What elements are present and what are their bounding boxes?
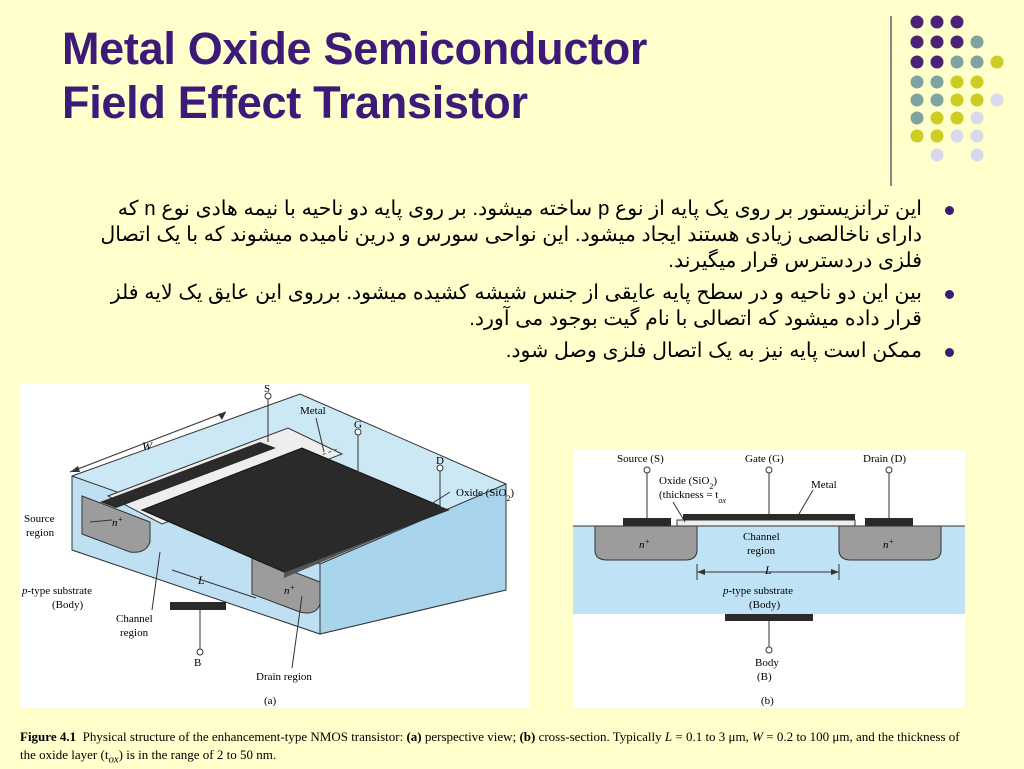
- figure-perspective-view: S G D B Metal Oxide (SiO2) W L Source re…: [20, 383, 530, 708]
- dot: [910, 75, 924, 89]
- channel-region-label-1: Channel: [116, 613, 153, 625]
- terminal-s-label: S: [264, 384, 270, 395]
- dot: [950, 15, 964, 29]
- dot: [930, 129, 944, 143]
- dot: [930, 75, 944, 89]
- dot: [930, 148, 944, 162]
- dot: [930, 15, 944, 29]
- body-b-label: (B): [757, 671, 772, 683]
- decorative-dot-grid: [910, 15, 1004, 162]
- drain-terminal-label: Drain (D): [863, 453, 906, 465]
- dot: [910, 55, 924, 69]
- caption-text: perspective view;: [421, 729, 520, 744]
- bullet-item-1: این ترانزیستور بر روی یک پایه از نوع p س…: [80, 196, 960, 274]
- n-plus-drain-label: n+: [883, 537, 894, 552]
- oxide-label: Oxide (SiO2): [659, 475, 717, 491]
- title-line-1: Metal Oxide Semiconductor: [62, 23, 648, 74]
- dot: [910, 129, 924, 143]
- caption-text: Physical structure of the enhancement-ty…: [82, 729, 407, 744]
- channel-region-label-2: region: [747, 545, 776, 557]
- figure-caption: Figure 4.1 Physical structure of the enh…: [20, 728, 970, 769]
- terminal-g-label: G: [354, 419, 362, 431]
- oxide-thickness-label: (thickness = tox: [659, 489, 726, 505]
- substrate-label: p-type substrate: [722, 585, 793, 597]
- figure-a-sublabel: (a): [264, 695, 277, 707]
- n-plus-source-label: n+: [112, 515, 123, 530]
- decorative-divider: [890, 16, 892, 186]
- caption-text: cross-section. Typically: [535, 729, 665, 744]
- figure-b-sublabel: (b): [761, 695, 774, 707]
- dot: [930, 35, 944, 49]
- dot: [950, 55, 964, 69]
- metal-label: Metal: [811, 479, 837, 491]
- caption-part-a: (a): [406, 729, 422, 744]
- caption-symbol-l: L: [664, 729, 673, 744]
- body-label: (Body): [52, 599, 84, 611]
- dot: [930, 111, 944, 125]
- dot: [950, 129, 964, 143]
- drain-region-label: Drain region: [256, 671, 312, 683]
- dot: [970, 111, 984, 125]
- caption-symbol-w: W: [752, 729, 763, 744]
- dot: [970, 75, 984, 89]
- source-terminal-label: Source (S): [617, 453, 664, 465]
- channel-region-label-1: Channel: [743, 531, 780, 543]
- dot: [930, 93, 944, 107]
- body-paren-label: (Body): [749, 599, 781, 611]
- bullet-item-3: ممکن است پایه نیز به یک اتصال فلزی وصل ش…: [80, 338, 960, 364]
- dot: [970, 129, 984, 143]
- n-plus-source-label: n+: [639, 537, 650, 552]
- dot: [990, 55, 1004, 69]
- channel-region-label-2: region: [120, 627, 149, 639]
- metal-label: Metal: [300, 405, 326, 417]
- caption-figure-number: Figure 4.1: [20, 729, 77, 744]
- body-terminal-label: Body: [755, 657, 779, 669]
- gate-terminal-label: Gate (G): [745, 453, 784, 465]
- dot: [970, 55, 984, 69]
- dot: [970, 148, 984, 162]
- caption-part-b: (b): [519, 729, 536, 744]
- nmos-perspective-diagram: S G D B Metal Oxide (SiO2) W L Source re…: [21, 383, 514, 707]
- dot: [950, 75, 964, 89]
- dot: [950, 93, 964, 107]
- source-region-label-1: Source: [24, 513, 55, 525]
- dot: [910, 93, 924, 107]
- caption-text: ) is in the range of 2 to 50 nm.: [118, 747, 277, 762]
- dot: [970, 93, 984, 107]
- oxide-label: Oxide (SiO2): [456, 487, 514, 503]
- dot: [950, 111, 964, 125]
- dot: [910, 111, 924, 125]
- dot: [970, 35, 984, 49]
- n-plus-drain-label: n+: [284, 583, 295, 598]
- slide-title: Metal Oxide Semiconductor Field Effect T…: [62, 22, 862, 130]
- bullet-item-2: بین این دو ناحیه و در سطح پایه عایقی از …: [80, 280, 960, 332]
- dot: [910, 35, 924, 49]
- width-label: W: [142, 439, 153, 453]
- length-label: L: [197, 573, 205, 587]
- substrate-label: p-type substrate: [21, 585, 92, 597]
- terminal-b-label: B: [194, 657, 201, 669]
- dot: [990, 93, 1004, 107]
- length-label: L: [764, 563, 772, 577]
- dot: [910, 15, 924, 29]
- figure-cross-section: Source (S) Gate (G) Drain (D) Oxide (SiO…: [573, 450, 965, 708]
- nmos-cross-section-diagram: Source (S) Gate (G) Drain (D) Oxide (SiO…: [573, 453, 965, 707]
- source-region-label-2: region: [26, 527, 55, 539]
- caption-subscript: ox: [108, 753, 119, 766]
- bullet-list: این ترانزیستور بر روی یک پایه از نوع p س…: [80, 196, 960, 370]
- caption-text: = 0.1 to 3 μm,: [672, 729, 753, 744]
- dot: [950, 35, 964, 49]
- title-line-2: Field Effect Transistor: [62, 77, 528, 128]
- terminal-d-label: D: [436, 455, 444, 467]
- dot: [930, 55, 944, 69]
- caption-text: = 0.2 to 100 μm, and the thickness of th…: [20, 729, 960, 762]
